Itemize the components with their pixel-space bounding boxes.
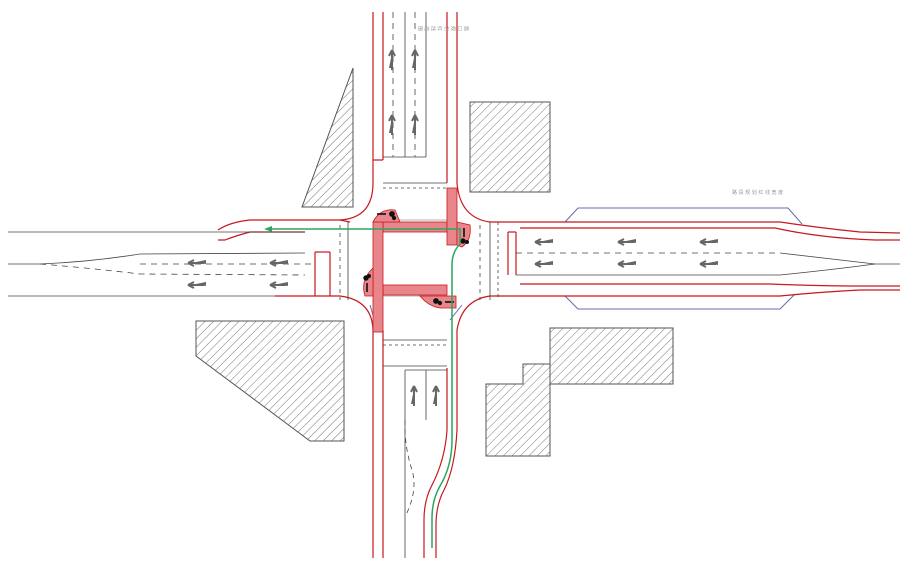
arrow-icon: [411, 49, 419, 71]
island-nw-corner: [372, 209, 401, 223]
arrow-icon: [187, 281, 207, 289]
arrow-icon: [432, 385, 440, 407]
signal-sw-icon: [363, 274, 371, 292]
arrow-icon: [534, 238, 554, 246]
green-route: [264, 226, 461, 548]
building-northeast: [469, 101, 551, 193]
signal-se-icon: [433, 298, 454, 306]
arrow-icon: [388, 49, 396, 71]
building-southeast-upper: [549, 327, 674, 385]
building-southwest: [195, 320, 345, 442]
arrow-icon: [269, 281, 289, 289]
road-edges: [217, 12, 901, 558]
arrow-icon: [534, 260, 554, 268]
arrow-icon: [187, 259, 207, 267]
island-sw-corner: [363, 267, 374, 297]
arrow-icon: [411, 114, 419, 136]
arrow-icon: [617, 260, 637, 268]
arrow-icon: [699, 260, 719, 268]
route-path: [270, 228, 461, 548]
north-road-note: 路 口 规 划 红 线 范 围: [416, 25, 469, 31]
building-northwest: [301, 67, 354, 208]
channelization-islands: [363, 187, 471, 333]
arrow-icon: [617, 238, 637, 246]
buildings: [195, 67, 674, 457]
arrow-icon: [388, 114, 396, 136]
island-east-refuge: [446, 187, 458, 246]
arrow-icon: [410, 385, 418, 407]
signal-ne-icon: [460, 228, 469, 244]
island-west-refuge: [372, 221, 384, 333]
arrow-icon: [269, 259, 289, 267]
arrow-icon: [699, 238, 719, 246]
east-road-note: 路 段 规 划 红 线 宽 度: [732, 189, 783, 196]
island-north-crossing: [382, 221, 448, 233]
signal-nw-icon: [377, 211, 397, 221]
building-southeast-lower: [485, 363, 551, 457]
signal-symbols: [363, 211, 469, 306]
lane-lines: [8, 12, 900, 558]
island-south-crossing: [382, 284, 448, 296]
route-arrowhead-icon: [264, 226, 272, 232]
